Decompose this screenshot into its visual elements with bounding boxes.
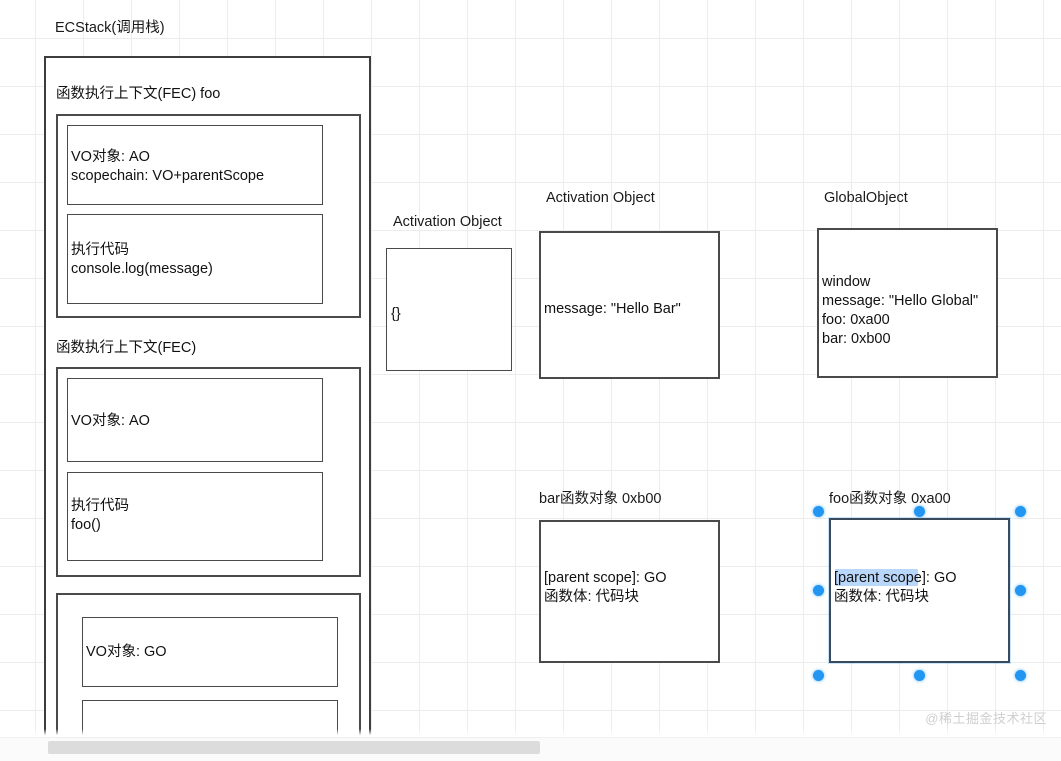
resize-handle-top-right[interactable] [1015,506,1026,517]
foo-function-object-box[interactable]: [parent scope]: GO 函数体: 代码块 [829,518,1010,663]
frame-slot-vo-text: VO对象: AO [71,413,150,429]
ecstack-caption: ECStack(调用栈) [55,20,165,36]
horizontal-scrollbar[interactable] [0,737,1061,761]
bar-function-object-box[interactable]: [parent scope]: GO 函数体: 代码块 [539,520,720,663]
frame-slot-vo-text: VO对象: AO scopechain: VO+parentScope [71,149,265,184]
activation-object-foo-box[interactable]: {} [386,248,512,371]
activation-object-bar-box[interactable]: message: "Hello Bar" [539,231,720,379]
watermark: @稀土掘金技术社区 [925,711,1047,726]
activation-object-bar-caption: Activation Object [546,190,655,206]
global-object-box[interactable]: window message: "Hello Global" foo: 0xa0… [817,228,998,378]
foo-function-object-caption: foo函数对象 0xa00 [829,491,951,507]
stack-frame-fec[interactable]: VO对象: AO 执行代码 foo() [56,367,361,577]
horizontal-scrollbar-thumb[interactable] [48,741,540,754]
frame-slot-vo-text: VO对象: GO [86,644,167,660]
frame-slot-code-text: 执行代码 foo() [71,498,129,533]
global-object-body: window message: "Hello Global" foo: 0xa0… [822,274,979,347]
resize-handle-middle-right[interactable] [1015,585,1026,596]
resize-handle-bottom-right[interactable] [1015,670,1026,681]
ecstack-container[interactable]: 函数执行上下文(FEC) foo VO对象: AO scopechain: VO… [44,56,371,761]
resize-handle-top-center[interactable] [914,506,925,517]
bar-function-object-body: [parent scope]: GO 函数体: 代码块 [544,570,667,605]
resize-handle-bottom-center[interactable] [914,670,925,681]
frame-slot-code[interactable]: 执行代码 console.log(message) [67,214,323,304]
frame-label-fec-foo: 函数执行上下文(FEC) foo [56,86,221,102]
foo-function-object-body: [parent scope]: GO 函数体: 代码块 [834,570,957,605]
frame-slot-vo[interactable]: VO对象: AO [67,378,323,462]
resize-handle-middle-left[interactable] [813,585,824,596]
global-object-caption: GlobalObject [824,190,908,206]
activation-object-bar-body: message: "Hello Bar" [544,301,681,317]
activation-object-foo-caption: Activation Object [393,214,502,230]
activation-object-foo-body: {} [391,306,401,322]
resize-handle-top-left[interactable] [813,506,824,517]
frame-slot-vo[interactable]: VO对象: GO [82,617,338,687]
text-selection-highlight [835,569,918,586]
stack-frame-fec-foo[interactable]: VO对象: AO scopechain: VO+parentScope 执行代码… [56,114,361,318]
canvas-bottom-fade [0,729,1061,738]
frame-slot-code-text: 执行代码 console.log(message) [71,242,213,277]
frame-label-fec: 函数执行上下文(FEC) [56,340,197,356]
frame-slot-vo[interactable]: VO对象: AO scopechain: VO+parentScope [67,125,323,205]
bar-function-object-caption: bar函数对象 0xb00 [539,491,662,507]
frame-slot-code[interactable]: 执行代码 foo() [67,472,323,561]
resize-handle-bottom-left[interactable] [813,670,824,681]
